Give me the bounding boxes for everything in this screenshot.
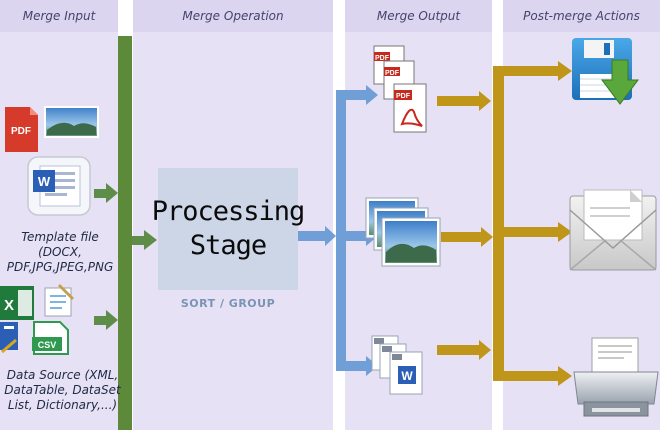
word-template-icon: W: [27, 156, 91, 216]
output-pdf-stack-icon: PDF PDF PDF: [373, 45, 427, 133]
arrow-template-to-bus: [94, 183, 118, 203]
email-envelope-icon: [569, 189, 657, 271]
download-arrow-icon: [601, 59, 639, 105]
output-word-label: W: [401, 369, 413, 383]
image-file-icon: [44, 106, 99, 138]
output-pdf-label-3: PDF: [396, 93, 411, 100]
processing-stage-box: Processing Stage: [152, 168, 305, 290]
output-image-stack-icon: [365, 197, 441, 267]
header-post-merge-actions: Post-merge Actions: [503, 0, 660, 32]
data-source-caption: Data Source (XML, DataTable, DataSet Lis…: [0, 368, 125, 413]
datasource-caption-line-3: List, Dictionary,...): [7, 398, 118, 412]
word-template-icon-label: W: [38, 174, 51, 189]
header-merge-output: Merge Output: [345, 0, 492, 32]
datasource-caption-line-1: Data Source (XML,: [6, 368, 119, 382]
template-caption-line-1: Template file (DOCX,: [21, 230, 99, 259]
csv-file-icon: CSV: [32, 321, 69, 355]
xml-notepad-icon: [44, 284, 74, 317]
excel-icon-label: X: [4, 297, 14, 314]
header-merge-operation: Merge Operation: [133, 0, 333, 32]
processing-stage-title-line-2: Stage: [189, 230, 267, 261]
header-merge-input: Merge Input: [0, 0, 118, 32]
pdf-icon-label: PDF: [11, 126, 31, 137]
arrow-datasource-to-bus: [94, 310, 118, 330]
arrow-bus-to-processing: [132, 230, 157, 250]
input-bus-bar: [118, 36, 132, 430]
excel-file-icon: X: [0, 286, 34, 320]
printer-icon: [573, 337, 659, 417]
output-pdf-label-1: PDF: [375, 55, 390, 62]
output-pdf-label-2: PDF: [385, 70, 400, 77]
template-file-caption: Template file (DOCX, PDF,JPG,JPEG,PNG: [0, 230, 120, 275]
output-word-stack-icon: W: [371, 335, 423, 395]
pdf-file-icon: PDF: [5, 107, 38, 152]
csv-icon-label: CSV: [38, 340, 57, 350]
template-caption-line-2: PDF,JPG,JPEG,PNG: [6, 260, 114, 274]
action-distribution-arrows: [437, 61, 572, 386]
processing-stage-title-line-1: Processing: [151, 196, 306, 227]
text-file-icon: [0, 322, 18, 354]
datasource-caption-line-2: DataTable, DataSet: [4, 383, 121, 397]
column-merge-input: Merge Input: [0, 0, 118, 430]
sort-group-label: SORT / GROUP: [180, 297, 276, 310]
save-floppy-icon: [572, 38, 639, 105]
